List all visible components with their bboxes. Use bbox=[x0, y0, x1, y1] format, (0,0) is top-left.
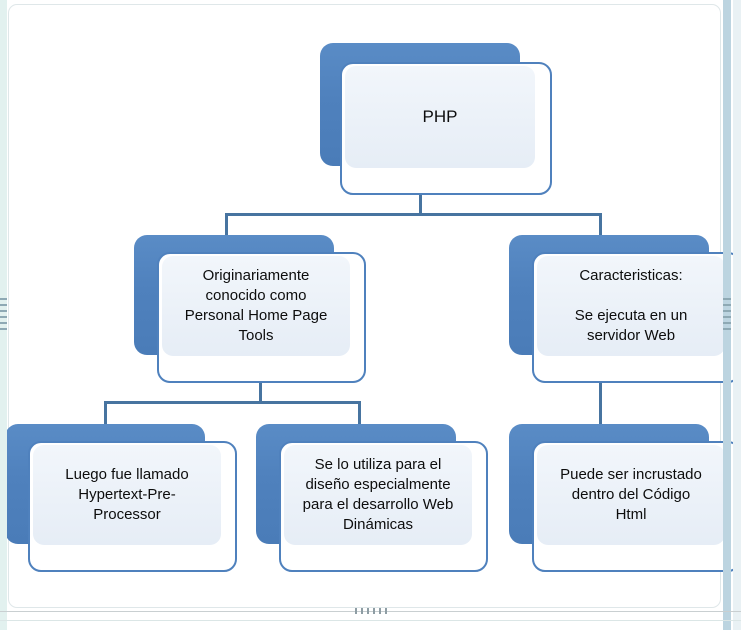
node-hypertext-preprocessor[interactable]: Luego fue llamado Hypertext-Pre- Process… bbox=[5, 424, 237, 572]
node-label: Caracteristicas: Se ejecuta en un servid… bbox=[574, 267, 688, 344]
node-originariamente[interactable]: Originariamente conocido como Personal H… bbox=[134, 235, 366, 383]
bottom-resize-handle[interactable] bbox=[355, 608, 389, 614]
connector-root-stem bbox=[419, 193, 422, 215]
node-caracteristicas[interactable]: Caracteristicas: Se ejecuta en un servid… bbox=[509, 235, 741, 383]
left-resize-handle[interactable] bbox=[0, 298, 7, 332]
bottom-boundary-rule-secondary bbox=[0, 620, 741, 621]
node-label: Originariamente conocido como Personal H… bbox=[184, 267, 328, 344]
connector-root-to-left bbox=[225, 213, 228, 253]
node-php[interactable]: PHP bbox=[320, 43, 552, 195]
node-label: PHP bbox=[422, 106, 458, 126]
node-desarrollo-web[interactable]: Se lo utiliza para el diseño especialmen… bbox=[256, 424, 488, 572]
right-resize-handle[interactable] bbox=[723, 298, 731, 332]
node-codigo-html[interactable]: Puede ser incrustado dentro del Código H… bbox=[509, 424, 741, 572]
node-label: Se lo utiliza para el diseño especialmen… bbox=[302, 456, 454, 533]
connector-left-to-leaf2 bbox=[358, 401, 361, 436]
connector-left-bar bbox=[104, 401, 361, 404]
node-label: Luego fue llamado Hypertext-Pre- Process… bbox=[65, 466, 189, 523]
connector-left-stem bbox=[259, 381, 262, 403]
connector-right-to-leaf3 bbox=[599, 381, 602, 436]
node-body: PHP bbox=[345, 66, 535, 168]
node-body: Luego fue llamado Hypertext-Pre- Process… bbox=[33, 445, 221, 545]
connector-root-to-right bbox=[599, 213, 602, 253]
node-body: Puede ser incrustado dentro del Código H… bbox=[537, 445, 725, 545]
connector-root-bar bbox=[225, 213, 602, 216]
node-body: Se lo utiliza para el diseño especialmen… bbox=[284, 445, 472, 545]
connector-left-to-leaf1 bbox=[104, 401, 107, 436]
node-body: Originariamente conocido como Personal H… bbox=[162, 256, 350, 356]
right-edge-bar-outer bbox=[733, 0, 741, 630]
node-label: Puede ser incrustado dentro del Código H… bbox=[560, 466, 702, 523]
node-body: Caracteristicas: Se ejecuta en un servid… bbox=[537, 256, 725, 356]
